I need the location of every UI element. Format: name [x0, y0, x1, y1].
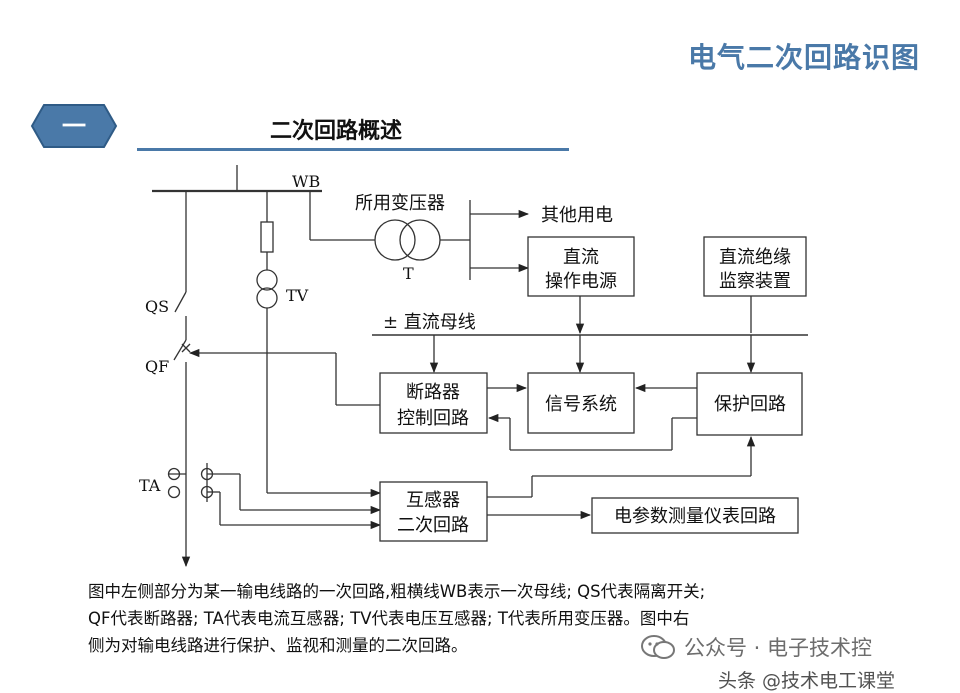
signal-system-box [527, 372, 635, 434]
protection-label: 保护回路 [714, 394, 786, 415]
metering-box [591, 497, 799, 534]
breaker-control-label-2: 控制回路 [397, 408, 469, 429]
watermark-bottom: 头条 @技术电工课堂 [718, 670, 896, 692]
watermark: 公众号 · 电子技术控 [640, 632, 872, 662]
station-transformer-secondary [399, 219, 441, 261]
dc-power-label-1: 直流 [563, 247, 599, 268]
transformer-t-label: T [403, 264, 414, 283]
metering-label: 电参数测量仪表回路 [614, 506, 776, 527]
tv-coil-1 [256, 269, 278, 291]
dc-bus-label: ± 直流母线 [383, 312, 476, 333]
caption-line-2: QF代表断路器; TA代表电流互感器; TV代表电压互感器; T代表所用变压器。… [88, 609, 690, 628]
qf-label: QF [145, 357, 169, 376]
transformer-secondary-label-2: 二次回路 [397, 515, 469, 536]
section-number: 一 [62, 112, 86, 140]
watermark-text: 公众号 · 电子技术控 [684, 636, 873, 660]
transformer-secondary-box [379, 481, 488, 542]
caption-line-3: 侧为对输电线路进行保护、监视和测量的二次回路。 [88, 636, 468, 655]
signal-system-label: 信号系统 [545, 394, 617, 415]
insulation-label-1: 直流绝缘 [719, 247, 791, 268]
section-number-badge: 一 [30, 104, 118, 148]
ta-label: TA [139, 476, 161, 495]
section-title: 二次回路概述 [270, 119, 403, 144]
transformer-label: 所用变压器 [355, 193, 445, 214]
tv-coil-2 [256, 287, 278, 309]
station-transformer-primary [374, 219, 416, 261]
wechat-icon [641, 635, 675, 659]
transformer-secondary-label-1: 互感器 [406, 490, 460, 511]
insulation-label-2: 监察装置 [719, 271, 791, 292]
insulation-monitor-box [703, 236, 807, 297]
qs-switch-blade [174, 291, 187, 313]
protection-box [696, 372, 803, 436]
dc-power-label-2: 操作电源 [545, 271, 617, 292]
qf-breaker-blade [173, 339, 187, 361]
other-power-label: 其他用电 [541, 205, 613, 226]
ta-ct-2 [167, 485, 181, 499]
section-divider [137, 148, 569, 151]
breaker-control-label-1: 断路器 [406, 382, 460, 403]
dc-power-box [527, 236, 635, 297]
secondary-circuit-diagram: WB 所用变压器 T 其他用电 直流 操作电源 直流绝缘 监察装置 ± 直流母线… [139, 165, 808, 568]
page-title: 电气二次回路识图 [687, 41, 920, 74]
qs-label: QS [145, 297, 169, 316]
breaker-control-box [379, 372, 488, 434]
tv-fuse [260, 221, 274, 253]
wb-label: WB [292, 172, 320, 191]
tv-label: TV [286, 286, 309, 305]
caption-line-1: 图中左侧部分为某一输电线路的一次回路,粗横线WB表示一次母线; QS代表隔离开关… [88, 582, 706, 601]
caption: 图中左侧部分为某一输电线路的一次回路,粗横线WB表示一次母线; QS代表隔离开关… [88, 578, 908, 659]
